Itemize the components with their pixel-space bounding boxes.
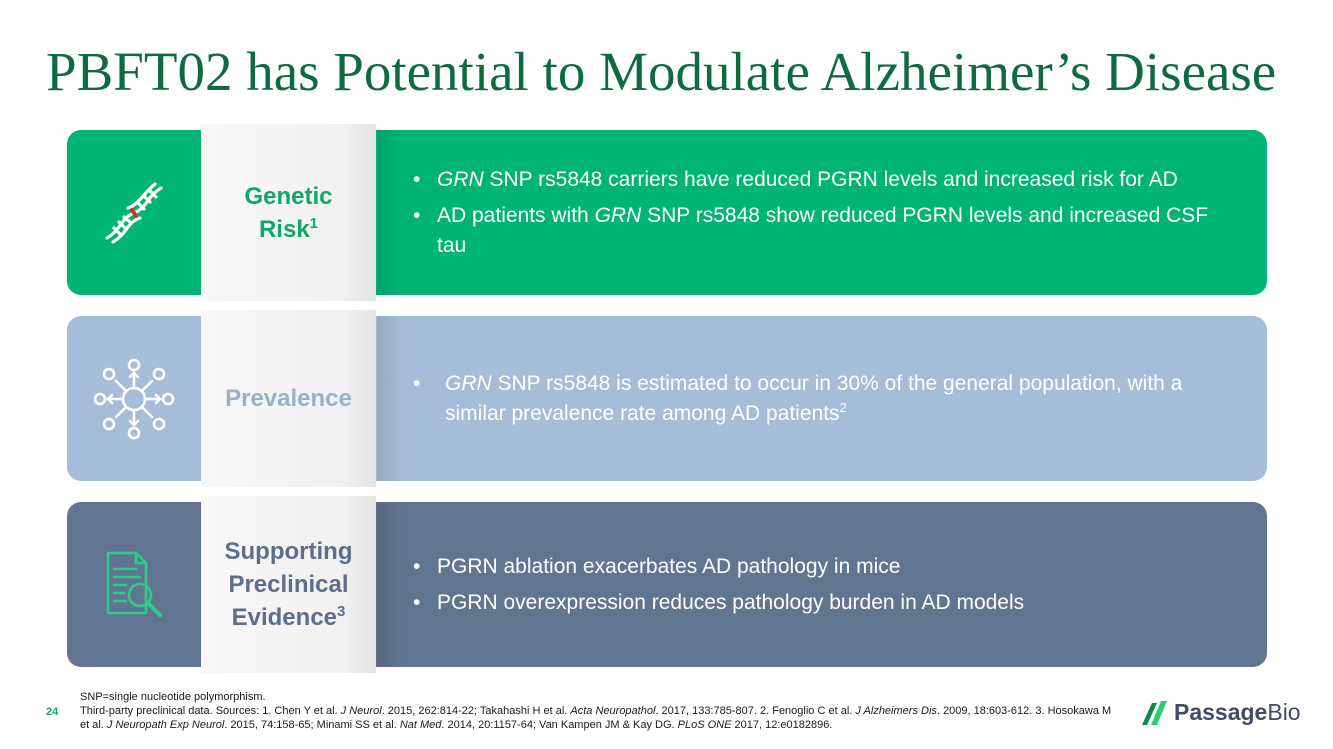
list-item: GRN SNP rs5848 is estimated to occur in …: [409, 369, 1243, 429]
genetic-risk-row: Genetic Risk1 GRN SNP rs5848 carriers ha…: [67, 124, 1267, 301]
footnotes: SNP=single nucleotide polymorphism. Thir…: [80, 690, 1120, 732]
page-number: 24: [46, 706, 59, 718]
dna-icon: [67, 130, 201, 295]
preclinical-evidence-label: Supporting Preclinical Evidence3: [201, 496, 376, 673]
prevalence-label: Prevalence: [201, 310, 376, 487]
passage-bio-logo-icon: [1142, 701, 1167, 725]
network-spread-icon: [67, 316, 201, 481]
abbreviation-note: SNP=single nucleotide polymorphism.: [80, 691, 266, 703]
list-item: AD patients with GRN SNP rs5848 show red…: [409, 201, 1243, 261]
slide-title: PBFT02 has Potential to Modulate Alzheim…: [46, 41, 1277, 102]
genetic-risk-content: GRN SNP rs5848 carriers have reduced PGR…: [377, 130, 1267, 295]
list-item: PGRN overexpression reduces pathology bu…: [409, 588, 1243, 618]
passage-bio-logo: PassageBio: [1140, 697, 1301, 727]
list-item: PGRN ablation exacerbates AD pathology i…: [409, 552, 1243, 582]
sources-note: Third-party preclinical data. Sources: 1…: [80, 705, 1112, 731]
preclinical-evidence-row: Supporting Preclinical Evidence3 PGRN ab…: [67, 496, 1267, 673]
genetic-risk-label: Genetic Risk1: [201, 124, 376, 301]
list-item: GRN SNP rs5848 carriers have reduced PGR…: [409, 165, 1243, 195]
prevalence-row: Prevalence GRN SNP rs5848 is estimated t…: [67, 310, 1267, 487]
logo-wordmark: PassageBio: [1174, 698, 1301, 725]
prevalence-content: GRN SNP rs5848 is estimated to occur in …: [377, 316, 1267, 481]
preclinical-evidence-content: PGRN ablation exacerbates AD pathology i…: [377, 502, 1267, 667]
document-search-icon: [67, 502, 201, 667]
